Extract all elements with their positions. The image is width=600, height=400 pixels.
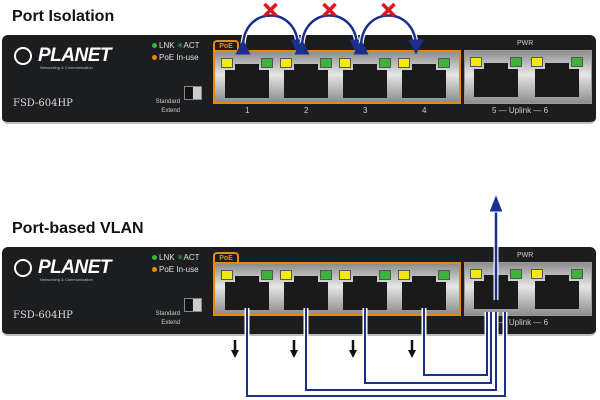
arrow-head [349,350,357,358]
led-legend-poe: PoE In-use [152,265,199,274]
act-label: ACT [183,253,200,262]
vlan-line-port-3 [364,308,492,384]
port-2[interactable] [278,268,334,312]
lnk-dot-icon [152,255,157,261]
switch-isolation: PLANET Networking & Communication FSD-60… [2,35,596,124]
arc-outline [358,13,419,48]
model-label: FSD-604HP [13,310,73,321]
poe-port-group [213,262,461,316]
section-title-port-based-vlan: Port-based VLAN [12,220,144,237]
planet-logo: PLANET Networking & Communication [10,257,112,283]
section-title-port-isolation: Port Isolation [12,8,115,25]
arrow-head [408,350,416,358]
lnk-label: LNK [159,41,175,50]
down-arrow-icon [408,340,416,358]
extend-label: Extend [161,108,180,114]
blocked-x-icon [381,2,396,18]
x-stroke [263,2,278,18]
x-stroke [381,2,396,18]
poe-dot-icon [152,55,157,61]
isolation-arc-3-4 [353,14,424,55]
uplink-label: 5 — Uplink — 6 [492,318,549,327]
brand-subtitle: Networking & Communication [40,277,93,282]
vlan-line-port-1 [246,308,506,397]
standard-extend-toggle[interactable] [184,86,202,100]
port-1[interactable] [219,56,275,100]
extend-label: Extend [161,320,180,326]
led-legend-link: LNK ✳ACT [152,253,200,262]
vlan-line-outline [421,308,490,378]
standard-extend-toggle[interactable] [184,298,202,312]
planet-globe-icon [14,259,32,277]
uplink-label: 5 — Uplink — 6 [492,106,549,115]
poe-tab: PoE [213,252,239,264]
led-legend-poe: PoE In-use [152,53,199,62]
port-6[interactable] [529,55,585,99]
uplink-port-group [464,50,592,104]
port-5[interactable] [468,55,524,99]
port-number-3: 3 [363,106,368,115]
down-arrow-icon [290,340,298,358]
brand-name: PLANET [38,257,112,278]
model-label: FSD-604HP [13,98,73,109]
blocked-x-icon [263,2,278,18]
port-4[interactable] [396,268,452,312]
x-stroke [322,2,337,18]
lnk-dot-icon [152,43,157,49]
isolation-arc-1-2 [235,14,306,55]
port-number-4: 4 [422,106,427,115]
vlan-line-outline [303,308,499,393]
act-label: ACT [183,41,200,50]
port-number-1: 1 [245,106,250,115]
uplink-arrow-head-icon [488,192,504,213]
poe-dot-icon [152,267,157,273]
port-3[interactable] [337,56,393,100]
port-4[interactable] [396,56,452,100]
arrow-head [290,350,298,358]
port-number-2: 2 [304,106,309,115]
lnk-label: LNK [159,253,175,262]
pwr-label: PWR [517,40,534,47]
standard-label: Standard [155,99,180,105]
pwr-label: PWR [517,252,534,259]
vlan-line-port-4 [423,308,488,376]
port-6[interactable] [529,267,585,311]
blocked-x-icon [322,2,337,18]
act-blink-icon: ✳ [176,41,184,50]
poe-label: PoE In-use [159,53,199,62]
poe-label: PoE In-use [159,265,199,274]
brand-name: PLANET [38,45,112,66]
brand-subtitle: Networking & Communication [40,65,93,70]
down-arrow-icon [231,340,239,358]
vlan-line-port-2 [305,308,497,391]
port-3[interactable] [337,268,393,312]
standard-label: Standard [155,311,180,317]
poe-port-group [213,50,461,104]
down-arrow-icon [349,340,357,358]
led-legend-link: LNK ✳ACT [152,41,200,50]
isolation-arc-2-3 [294,14,365,55]
act-blink-icon: ✳ [176,253,184,262]
planet-logo: PLANET Networking & Communication [10,45,112,71]
planet-globe-icon [14,47,32,65]
arc-outline [240,13,301,48]
arc-outline [299,13,360,48]
arrow-head [231,350,239,358]
port-1[interactable] [219,268,275,312]
port-2[interactable] [278,56,334,100]
vlan-line-outline [362,308,494,386]
